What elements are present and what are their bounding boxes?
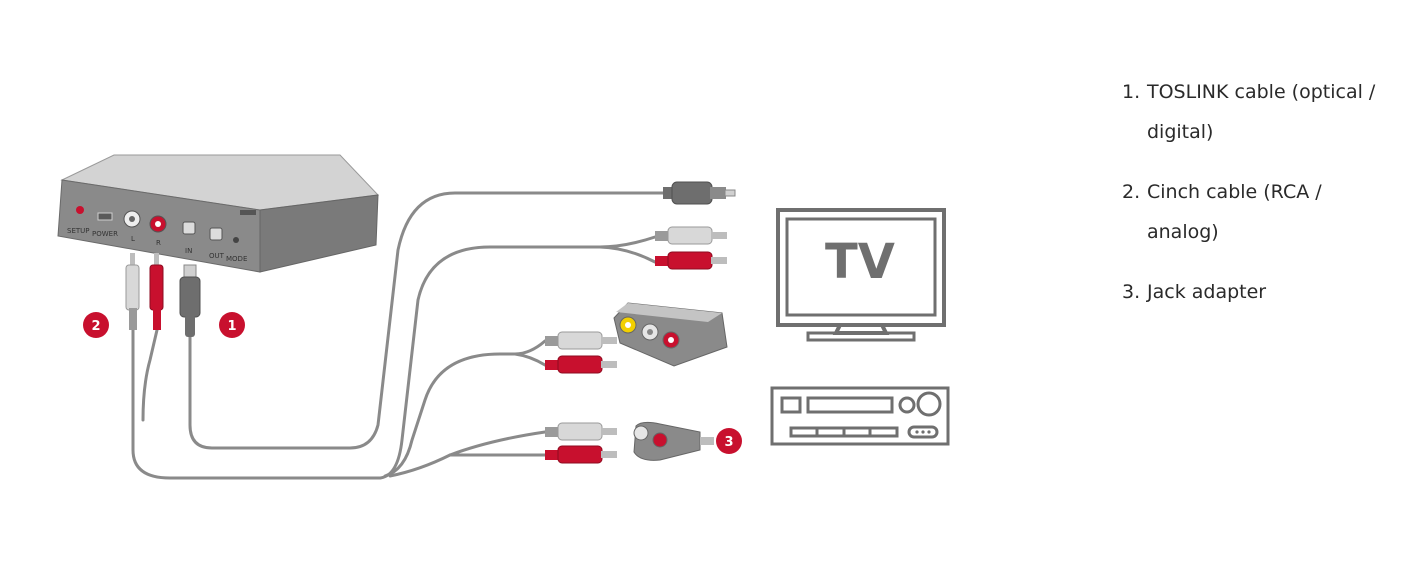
cable-to-scart bbox=[383, 339, 547, 478]
rca-right-port-center bbox=[155, 221, 161, 227]
legend-list: 1. TOSLINK cable (optical / digital) 2. … bbox=[1122, 72, 1392, 332]
legend-item-text: TOSLINK cable (optical / digital) bbox=[1147, 81, 1376, 143]
usb-port bbox=[97, 212, 113, 221]
tv-label: TV bbox=[825, 234, 895, 290]
jack-adapter bbox=[633, 421, 714, 461]
cable-to-tv-red bbox=[598, 245, 657, 264]
optical-out-port bbox=[209, 227, 223, 241]
scart-adapter bbox=[613, 302, 728, 367]
label-right: R bbox=[156, 239, 161, 247]
device-plugs bbox=[125, 253, 201, 337]
optical-cable bbox=[188, 191, 670, 450]
rca-pair-tv bbox=[655, 226, 727, 270]
legend-item-text: Jack adapter bbox=[1147, 281, 1267, 303]
red-rca-plug-body bbox=[149, 264, 164, 311]
label-power: POWER bbox=[92, 230, 118, 238]
badge-1: 1 bbox=[219, 312, 245, 338]
legend-item-number: 1. bbox=[1122, 81, 1141, 103]
optical-in-port bbox=[182, 221, 196, 235]
rca-pair-adapter bbox=[545, 422, 617, 464]
badge-3-label: 3 bbox=[724, 435, 733, 450]
legend-item: 3. Jack adapter bbox=[1122, 272, 1392, 312]
badge-1-label: 1 bbox=[227, 319, 236, 334]
tv-icon bbox=[776, 208, 946, 342]
white-rca-plug-boot bbox=[129, 308, 137, 330]
white-rca-plug-body bbox=[125, 264, 140, 311]
badge-3: 3 bbox=[716, 428, 742, 454]
optical-plug-body bbox=[179, 276, 201, 318]
optical-plug-tip bbox=[183, 264, 197, 278]
rca-pair-scart bbox=[545, 331, 617, 374]
rca-left-port-center bbox=[129, 216, 135, 222]
setup-led bbox=[76, 206, 84, 214]
badge-2: 2 bbox=[83, 312, 109, 338]
legend-item-number: 3. bbox=[1122, 281, 1141, 303]
cinch-cable-white bbox=[131, 328, 382, 480]
cables bbox=[131, 191, 670, 480]
legend-item-text: Cinch cable (RCA / analog) bbox=[1147, 181, 1322, 243]
label-mode: MODE bbox=[226, 255, 247, 263]
badge-2-label: 2 bbox=[91, 319, 100, 334]
legend-item-number: 2. bbox=[1122, 181, 1141, 203]
label-left: L bbox=[131, 235, 135, 243]
device-logo bbox=[240, 210, 256, 215]
label-setup: SETUP bbox=[67, 227, 90, 235]
legend-item: 1. TOSLINK cable (optical / digital) bbox=[1122, 72, 1392, 152]
cable-to-tv bbox=[378, 235, 657, 480]
red-rca-plug-tip bbox=[154, 253, 159, 267]
optical-plug-right bbox=[663, 181, 736, 205]
legend-item: 2. Cinch cable (RCA / analog) bbox=[1122, 172, 1392, 252]
av-receiver-icon bbox=[770, 386, 950, 446]
optical-plug-boot bbox=[185, 315, 195, 337]
av-receiver-dots bbox=[915, 430, 931, 434]
label-out: OUT bbox=[209, 252, 225, 260]
cinch-cable-red bbox=[141, 328, 159, 422]
device-side bbox=[259, 194, 379, 273]
connection-diagram: SETUP POWER L R IN OUT MODE 2 1 3 bbox=[57, 154, 950, 480]
white-rca-plug-tip bbox=[130, 253, 135, 267]
mode-button bbox=[233, 237, 239, 243]
audio-device: SETUP POWER L R IN OUT MODE bbox=[57, 154, 380, 273]
label-in: IN bbox=[185, 247, 192, 255]
cable-to-scart-red bbox=[513, 352, 547, 367]
red-rca-plug-boot bbox=[153, 308, 161, 330]
